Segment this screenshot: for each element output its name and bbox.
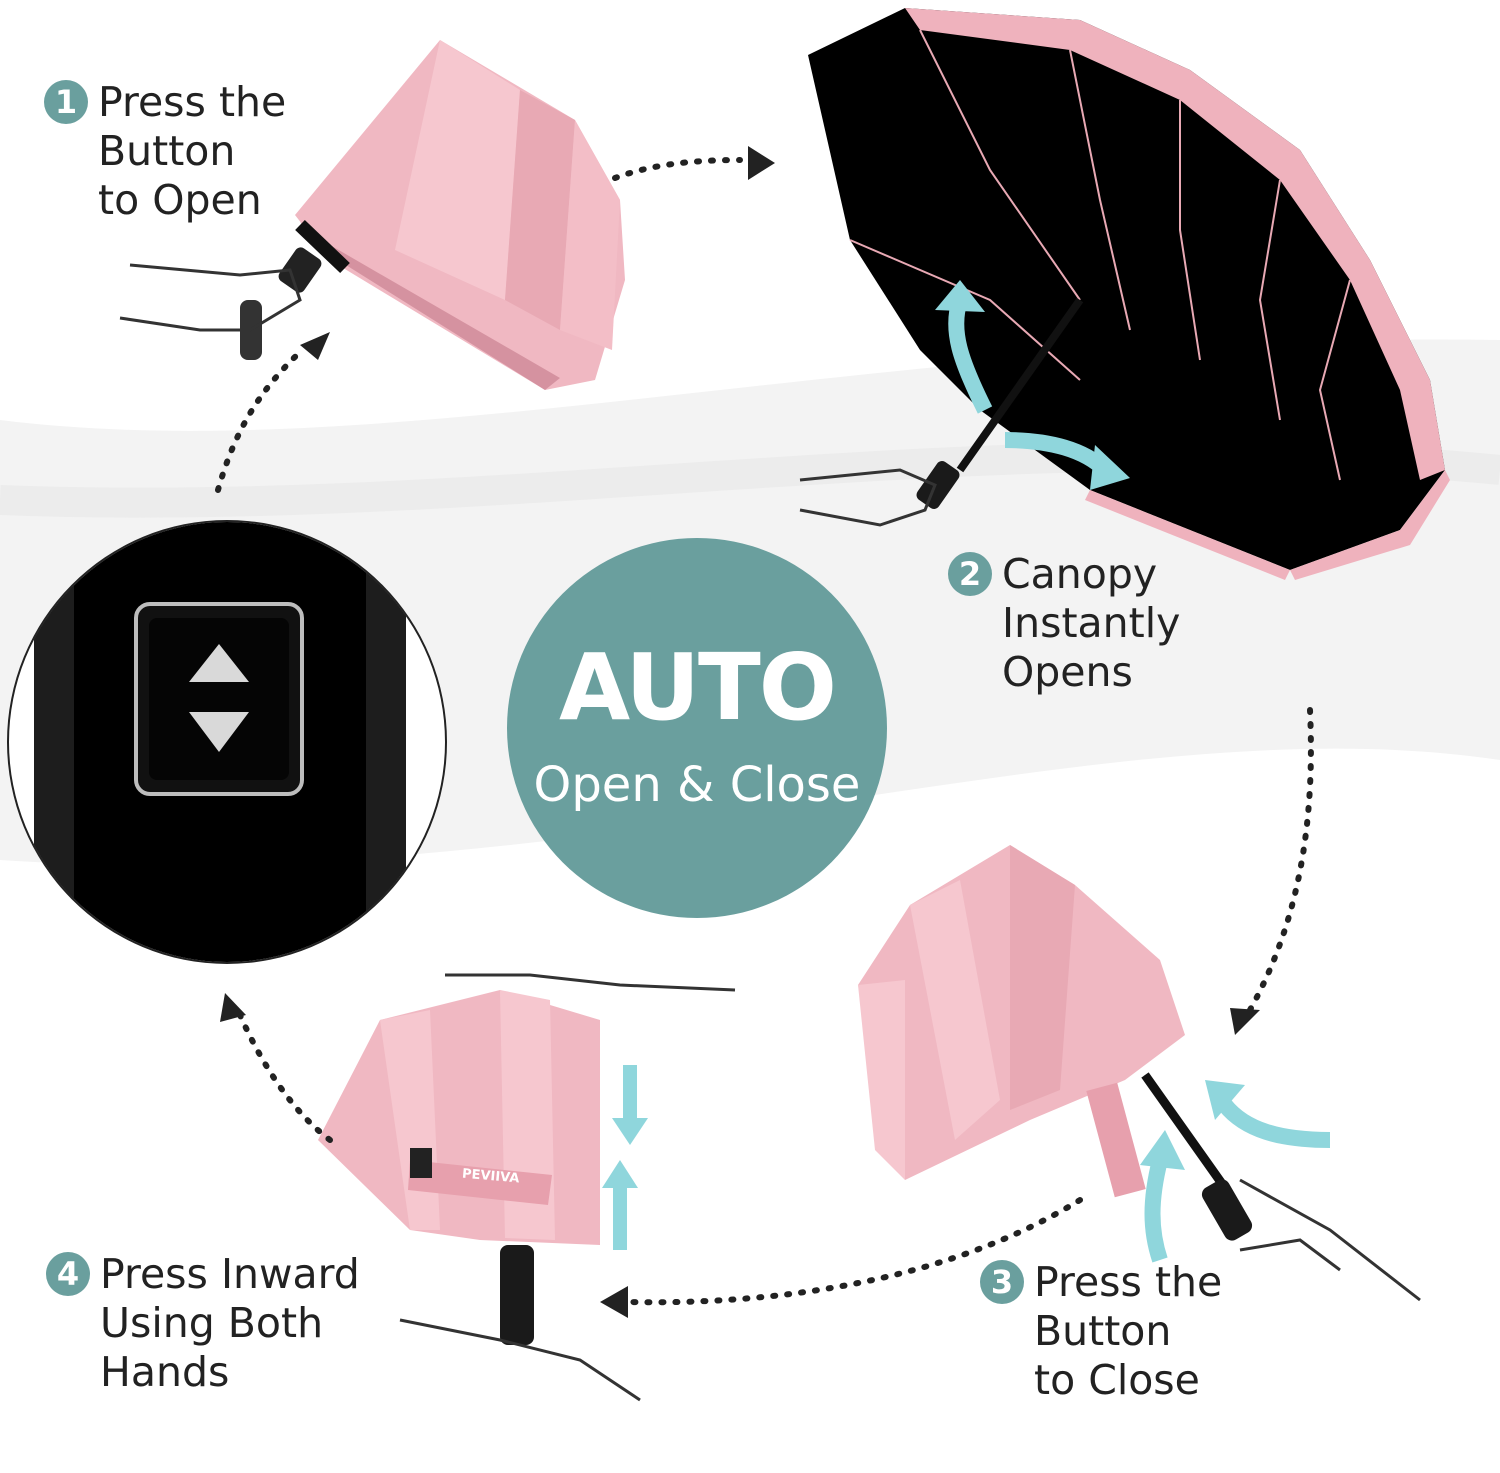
dotted-flow-arrowheads: [220, 146, 1260, 1318]
step-3-label: 3 Press the Button to Close: [980, 1258, 1222, 1405]
folded-umbrella-step4: [318, 990, 600, 1345]
hand-outline-step1: [119, 263, 302, 332]
step-2-label: 2 Canopy Instantly Opens: [948, 550, 1180, 697]
button-down-triangle-icon: [189, 712, 249, 752]
hand-outline-step2: [799, 468, 937, 527]
closed-umbrella-step1: [240, 40, 625, 390]
handle-button-zoom: [7, 520, 447, 964]
auto-open-close-badge: AUTO Open & Close: [507, 538, 887, 918]
dotted-flow-arrows: [215, 157, 1314, 1306]
step-3-text: Press the Button to Close: [1034, 1258, 1223, 1404]
hand-outline-step4-bottom: [399, 1318, 641, 1402]
closing-umbrella-step3: [858, 845, 1253, 1241]
step-2-text: Canopy Instantly Opens: [1002, 550, 1181, 696]
hand-outline-step3: [1239, 1178, 1421, 1302]
hand-outline-step4-top: [445, 973, 736, 992]
step-number-badge: 2: [948, 552, 992, 596]
badge-title: AUTO: [558, 634, 837, 741]
motion-arrow-in: [1218, 1099, 1331, 1148]
step-1-label: 1 Press the Button to Open: [44, 78, 286, 225]
motion-arrow-up-step3: [1144, 1158, 1168, 1263]
open-umbrella-step2: [808, 8, 1450, 580]
step-number-badge: 3: [980, 1260, 1024, 1304]
badge-subtitle: Open & Close: [533, 757, 861, 813]
step-number-badge: 4: [46, 1252, 90, 1296]
step-4-text: Press Inward Using Both Hands: [100, 1250, 360, 1396]
step-number-badge: 1: [44, 80, 88, 124]
step-1-text: Press the Button to Open: [98, 78, 287, 224]
handle-closeup: [34, 522, 406, 962]
button-up-triangle-icon: [189, 644, 249, 682]
step-4-label: 4 Press Inward Using Both Hands: [46, 1250, 360, 1397]
